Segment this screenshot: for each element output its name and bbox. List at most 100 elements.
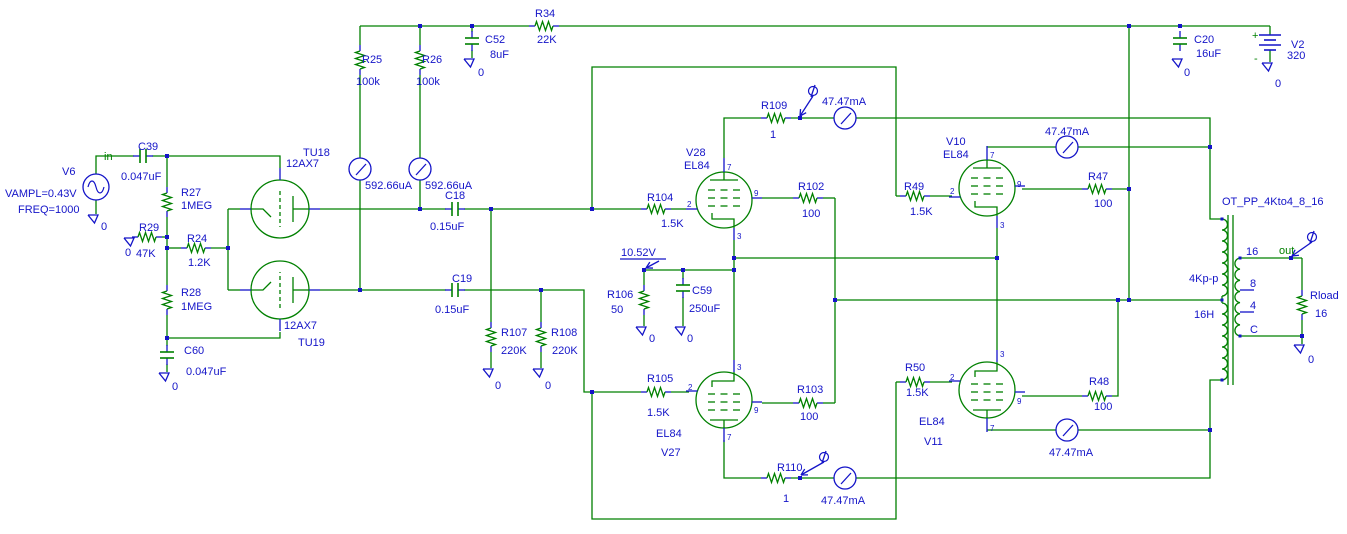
label-V10: V10 xyxy=(946,136,966,148)
resistor-R26[interactable] xyxy=(413,45,427,75)
label-R34: R34 xyxy=(535,8,555,20)
tube-V11[interactable] xyxy=(949,350,1025,432)
wire[interactable] xyxy=(152,155,281,168)
wire[interactable] xyxy=(723,440,761,479)
label-1MEG: 1MEG xyxy=(181,200,212,212)
tube-V27[interactable] xyxy=(686,360,762,442)
junction-dot xyxy=(226,246,230,250)
label-16H: 16H xyxy=(1194,309,1214,321)
tube-V28[interactable] xyxy=(686,158,762,240)
resistor-R107[interactable] xyxy=(484,322,498,352)
junction-dot xyxy=(1178,24,1182,28)
meter-V11-47.47mA[interactable] xyxy=(1055,418,1079,442)
capacitor-C52[interactable] xyxy=(465,31,479,51)
meter-V10-47.47mA[interactable] xyxy=(1055,135,1079,159)
tube-V10[interactable] xyxy=(949,146,1025,228)
label-10.52V: 10.52V xyxy=(621,247,657,259)
resistor-Rload[interactable] xyxy=(1295,290,1309,320)
resistor-R108[interactable] xyxy=(534,322,548,352)
label-50: 50 xyxy=(611,304,623,316)
capacitor-C59[interactable] xyxy=(676,278,690,298)
voltage-probe-10.52V-icon[interactable] xyxy=(645,260,660,269)
resistor-R102[interactable] xyxy=(793,191,823,205)
label-8: 8 xyxy=(1250,278,1256,290)
resistor-R105[interactable] xyxy=(641,385,671,399)
meter-R109-47.47mA[interactable] xyxy=(833,106,857,130)
current-probe-R109-icon[interactable] xyxy=(799,84,819,117)
resistor-R28[interactable] xyxy=(160,285,174,315)
meter-TU19-592.66uA[interactable] xyxy=(408,157,432,181)
resistor-R109[interactable] xyxy=(761,111,791,125)
label-0.047uF: 0.047uF xyxy=(121,171,162,183)
resistor-R104[interactable] xyxy=(641,202,671,216)
meter-R110-47.47mA[interactable] xyxy=(833,466,857,490)
resistor-R25[interactable] xyxy=(353,45,367,75)
battery-V2[interactable] xyxy=(1259,34,1281,51)
output-transformer[interactable] xyxy=(1220,215,1255,385)
wire[interactable] xyxy=(95,155,134,174)
wire[interactable] xyxy=(464,289,641,393)
capacitor-C18[interactable] xyxy=(445,202,465,216)
resistor-R47[interactable] xyxy=(1082,182,1112,196)
resistor-R29[interactable] xyxy=(132,230,162,244)
meter-TU18-592.66uA[interactable] xyxy=(348,157,372,181)
label-0: 0 xyxy=(545,380,551,392)
wire[interactable] xyxy=(167,332,281,339)
label-7: 7 xyxy=(990,424,995,433)
label-C18: C18 xyxy=(445,190,465,202)
label-7: 7 xyxy=(727,433,732,442)
voltage-source-V6[interactable] xyxy=(82,173,110,201)
resistor-R49[interactable] xyxy=(900,189,930,203)
label-3: 3 xyxy=(1000,221,1005,230)
label-0: 0 xyxy=(495,380,501,392)
label-0: 0 xyxy=(1275,78,1281,90)
label-0: 0 xyxy=(687,333,693,345)
resistor-R34[interactable] xyxy=(529,19,559,33)
wire[interactable] xyxy=(1112,300,1119,397)
label-0: 0 xyxy=(125,247,131,259)
resistor-R50[interactable] xyxy=(900,375,930,389)
ground-symbol xyxy=(1261,62,1273,73)
label-0: 0 xyxy=(1308,354,1314,366)
junction-dot xyxy=(1116,298,1120,302)
label-V28: V28 xyxy=(686,147,706,159)
wire[interactable] xyxy=(591,382,897,520)
capacitor-C20[interactable] xyxy=(1173,31,1187,51)
junction-dot xyxy=(1300,334,1304,338)
junction-dot xyxy=(358,288,362,292)
wire[interactable] xyxy=(723,117,761,158)
label-220K: 220K xyxy=(501,345,527,357)
label-V2: V2 xyxy=(1291,39,1304,51)
ground-symbol xyxy=(635,326,647,337)
current-probe-R110-icon[interactable] xyxy=(800,450,830,476)
junction-dot xyxy=(418,24,422,28)
label-R48: R48 xyxy=(1089,376,1109,388)
resistor-R110[interactable] xyxy=(761,471,791,485)
capacitor-C39[interactable] xyxy=(133,149,153,163)
wire[interactable] xyxy=(856,117,1222,220)
label-OT_PP_4Kto4_8_16: OT_PP_4Kto4_8_16 xyxy=(1222,196,1324,208)
resistor-R48[interactable] xyxy=(1082,389,1112,403)
tube-TU18[interactable] xyxy=(240,168,320,239)
label--: - xyxy=(1254,53,1258,65)
label-100k: 100k xyxy=(356,76,380,88)
label-R107: R107 xyxy=(501,327,527,339)
capacitor-C19[interactable] xyxy=(445,283,465,297)
label-TU18: TU18 xyxy=(303,147,330,159)
label-2: 2 xyxy=(950,373,955,382)
label-Rload: Rload xyxy=(1310,290,1339,302)
resistor-R106[interactable] xyxy=(637,285,651,315)
label-1.5K: 1.5K xyxy=(906,387,929,399)
capacitor-C60[interactable] xyxy=(160,345,174,365)
tube-TU19[interactable] xyxy=(240,260,320,331)
resistor-R103[interactable] xyxy=(793,396,823,410)
voltage-probe-out-icon[interactable] xyxy=(1291,230,1318,257)
wire[interactable] xyxy=(591,66,897,209)
resistor-R24[interactable] xyxy=(181,241,211,255)
label-R26: R26 xyxy=(422,54,442,66)
junction-dot xyxy=(165,336,169,340)
label-9: 9 xyxy=(1017,397,1022,406)
resistor-R27[interactable] xyxy=(160,187,174,217)
